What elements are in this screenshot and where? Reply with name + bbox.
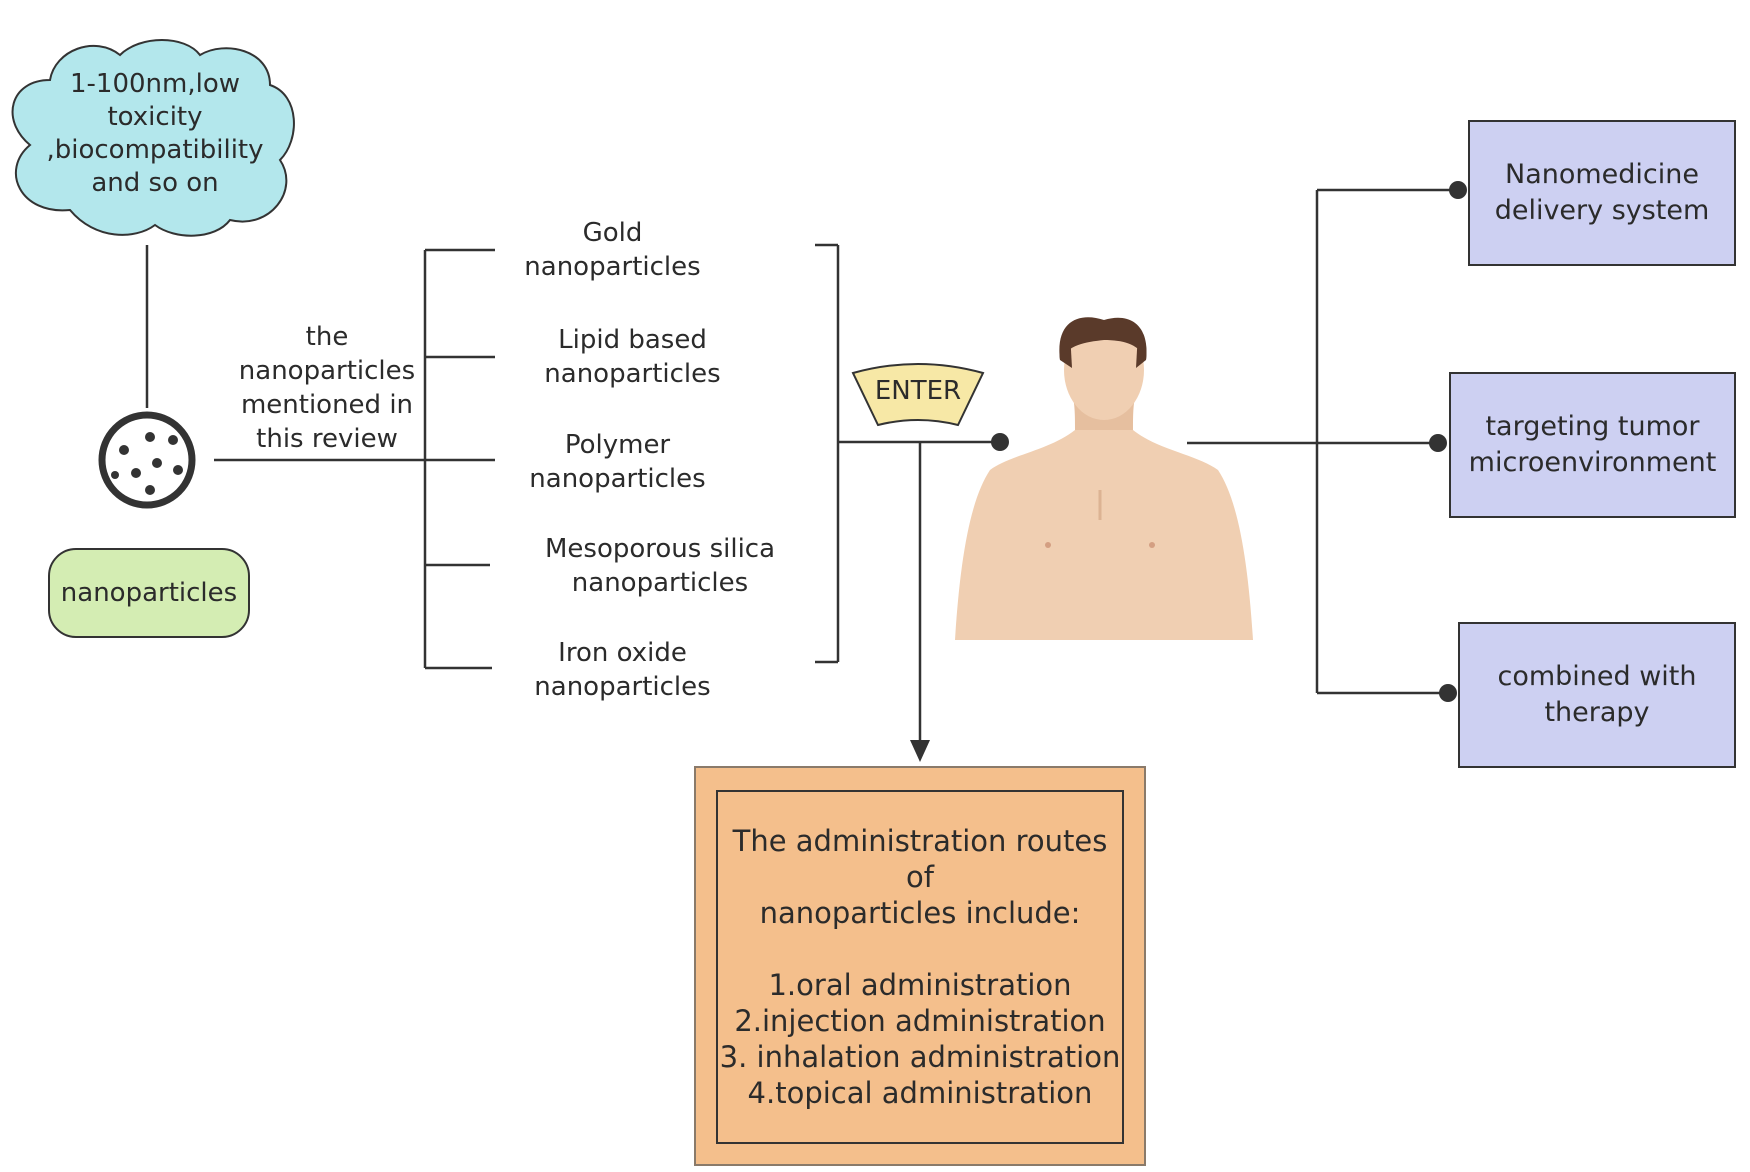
app-dot-2 bbox=[1429, 434, 1447, 452]
types-left-bracket bbox=[423, 248, 495, 670]
type-mesoporous-silica: Mesoporous silica nanoparticles bbox=[544, 534, 776, 598]
cloud-properties-text: 1-100nm,low toxicity ,biocompatibility a… bbox=[46, 69, 264, 198]
mentioned-label: the nanoparticles mentioned in this revi… bbox=[238, 322, 416, 454]
type-gold: Gold nanoparticles bbox=[524, 218, 701, 282]
administration-routes-box: The administration routes of nanoparticl… bbox=[694, 766, 1146, 1166]
cloud-shape bbox=[11, 39, 295, 237]
administration-routes-text: The administration routes of nanoparticl… bbox=[716, 790, 1124, 1144]
app-dot-3 bbox=[1439, 684, 1457, 702]
nanoparticles-label: nanoparticles bbox=[48, 548, 250, 638]
types-right-bracket bbox=[815, 243, 995, 664]
nanoparticle-icon bbox=[98, 411, 196, 509]
enter-label: ENTER bbox=[874, 376, 962, 406]
type-polymer: Polymer nanoparticles bbox=[529, 430, 706, 494]
app-combined-therapy: combined with therapy bbox=[1458, 622, 1736, 768]
app-targeting-tumor: targeting tumor microenvironment bbox=[1449, 372, 1736, 518]
app-dot-1 bbox=[1449, 181, 1467, 199]
app-nanomedicine-delivery: Nanomedicine delivery system bbox=[1468, 120, 1736, 266]
human-body-figure bbox=[955, 317, 1253, 640]
enter-arrow-dot bbox=[991, 433, 1009, 451]
enter-banner bbox=[851, 363, 985, 427]
applications-tree bbox=[1187, 188, 1458, 695]
routes-arrow-head bbox=[910, 740, 930, 762]
type-iron-oxide: Iron oxide nanoparticles bbox=[534, 638, 711, 702]
type-lipid: Lipid based nanoparticles bbox=[544, 325, 721, 389]
